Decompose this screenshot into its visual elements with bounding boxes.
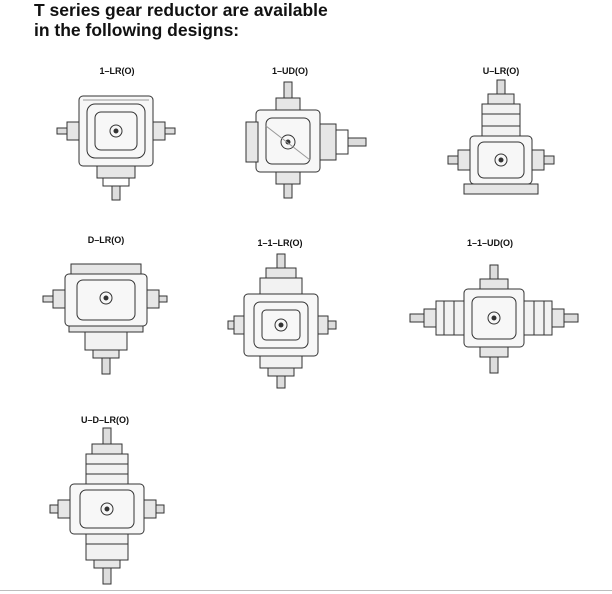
heading-line-2: in the following designs: bbox=[34, 20, 240, 40]
gearbox-drawing-u-d-lr bbox=[49, 427, 165, 588]
page-bottom-rule bbox=[0, 590, 612, 591]
gearbox-drawing-d-lr bbox=[42, 262, 168, 378]
page-heading: T series gear reductor are available in … bbox=[34, 0, 328, 40]
design-label-1-1-lr: 1–1–LR(O) bbox=[257, 238, 303, 248]
gearbox-drawing-1-lr bbox=[56, 92, 179, 204]
design-label-1-ud: 1–UD(O) bbox=[271, 66, 309, 76]
gearbox-drawing-1-1-ud bbox=[409, 264, 580, 377]
gearbox-drawing-u-lr bbox=[446, 79, 564, 200]
design-label-1-lr: 1–LR(O) bbox=[99, 66, 135, 76]
design-label-u-lr: U–LR(O) bbox=[482, 66, 520, 76]
gearbox-drawing-1-ud bbox=[245, 81, 378, 200]
design-label-d-lr: D–LR(O) bbox=[87, 235, 125, 245]
gearbox-drawing-1-1-lr bbox=[227, 253, 338, 390]
design-label-u-d-lr: U–D–LR(O) bbox=[80, 415, 130, 425]
design-label-1-1-ud: 1–1–UD(O) bbox=[466, 238, 514, 248]
heading-line-1: T series gear reductor are available bbox=[34, 0, 328, 20]
